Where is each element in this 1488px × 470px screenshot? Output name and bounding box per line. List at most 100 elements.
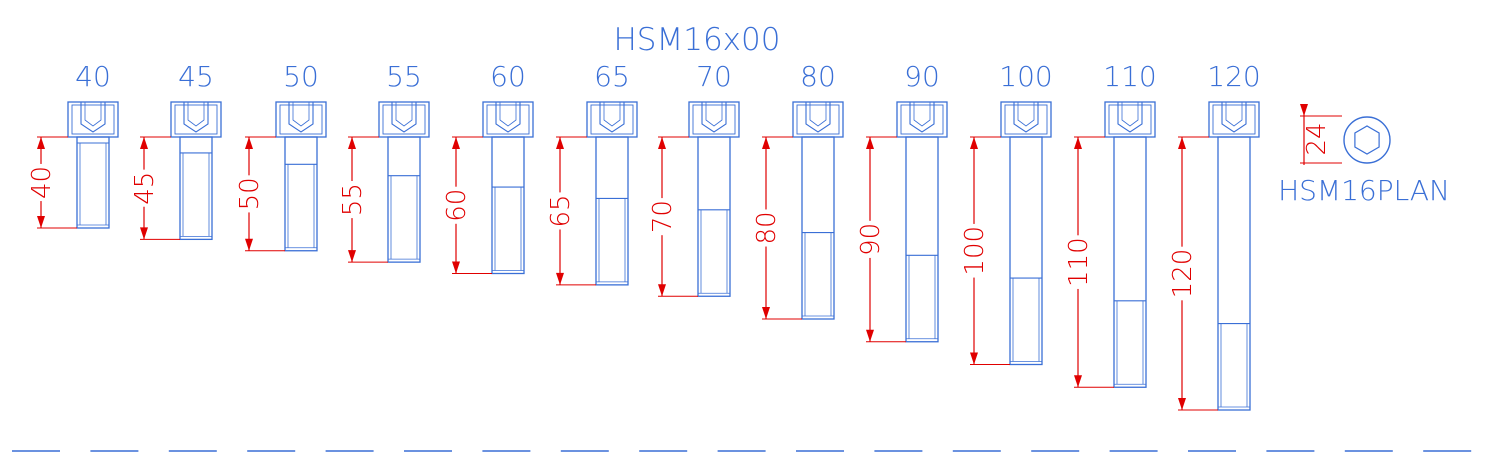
hex-socket-inner xyxy=(1121,102,1139,127)
hex-socket-icon xyxy=(183,102,209,133)
bolt-head-inner xyxy=(71,104,115,135)
bolt-100: 100 100 xyxy=(960,60,1053,366)
dim-label-background xyxy=(446,186,468,224)
dim-arrow-bottom xyxy=(1178,398,1186,410)
bolt-shank xyxy=(1217,136,1251,411)
dim-value-label: 90 xyxy=(856,223,886,256)
dim-value-label: 60 xyxy=(442,189,472,222)
bolt-head-inner xyxy=(1004,104,1048,135)
dim-arrow-bottom xyxy=(348,250,356,263)
hex-socket-inner xyxy=(499,102,517,127)
dim-value-label: 45 xyxy=(130,172,160,205)
plan-arrow-top xyxy=(1300,104,1308,116)
hex-socket-icon xyxy=(391,102,417,133)
drawing-title: HSM16x00 xyxy=(614,22,781,58)
dim-arrow-top xyxy=(866,137,874,149)
bolt-shank xyxy=(76,136,110,229)
hex-socket-icon xyxy=(909,102,935,133)
hex-socket-inner xyxy=(292,102,310,127)
dim-arrow-top xyxy=(348,137,356,149)
bolt-head-inner xyxy=(796,104,840,135)
dim-arrow-bottom xyxy=(658,284,666,297)
dim-label-background xyxy=(239,175,261,213)
dim-value-label: 50 xyxy=(235,177,265,210)
bolt-head-inner xyxy=(1108,104,1152,135)
dim-label-background xyxy=(1068,235,1090,289)
dim-label-background xyxy=(964,223,986,278)
dim-value-label: 80 xyxy=(752,211,782,244)
dim-arrow-bottom xyxy=(245,238,253,251)
dim-arrow-top xyxy=(1178,137,1186,149)
hex-socket-icon xyxy=(1013,102,1039,133)
dim-label-background xyxy=(134,169,156,207)
bolt-45: 45 45 xyxy=(130,60,222,241)
dim-arrow-top xyxy=(1074,137,1082,149)
hex-socket-inner xyxy=(1017,102,1035,127)
hex-socket-icon xyxy=(495,102,521,133)
bolt-length-label: 55 xyxy=(386,60,422,93)
dim-value-label: 65 xyxy=(546,194,576,227)
dim-arrow-bottom xyxy=(970,352,978,365)
dim-arrow-bottom xyxy=(140,227,148,240)
bolt-head-inner xyxy=(1212,104,1256,135)
dim-arrow-top xyxy=(245,137,253,149)
hex-socket-icon xyxy=(1354,125,1380,155)
bolt-head-inner xyxy=(692,104,736,135)
hex-socket-icon xyxy=(80,102,106,133)
bolt-shank xyxy=(284,136,318,252)
hex-socket-inner xyxy=(84,102,102,127)
plan-outer-circle xyxy=(1343,116,1391,164)
bolt-head-inner xyxy=(900,104,944,135)
bolt-shank xyxy=(179,136,213,241)
dim-arrow-top xyxy=(140,137,148,149)
dim-value-label: 40 xyxy=(27,166,57,199)
dim-value-label: 120 xyxy=(1168,249,1198,299)
dim-arrow-top xyxy=(970,137,978,149)
dim-label-background xyxy=(860,220,882,258)
hex-socket-icon xyxy=(1117,102,1143,133)
dim-value-label: 100 xyxy=(960,226,990,276)
hex-socket-icon xyxy=(701,102,727,133)
bolt-length-label: 120 xyxy=(1207,60,1260,93)
bolt-shank xyxy=(1009,136,1043,366)
bolt-length-label: 110 xyxy=(1103,60,1156,93)
dim-arrow-top xyxy=(452,137,460,149)
bolt-shank xyxy=(491,136,525,275)
plan-label: HSM16PLAN xyxy=(1278,174,1450,207)
dim-arrow-bottom xyxy=(452,261,460,274)
hex-socket-icon xyxy=(805,102,831,133)
hex-socket-icon xyxy=(1221,102,1247,133)
dim-arrow-bottom xyxy=(1074,375,1082,388)
hex-socket-inner xyxy=(705,102,723,127)
dim-label-background xyxy=(756,209,778,247)
hex-socket-inner xyxy=(603,102,621,127)
bolt-head-inner xyxy=(382,104,426,135)
dim-arrow-bottom xyxy=(762,307,770,319)
bolt-shank xyxy=(595,136,629,286)
bolt-length-label: 100 xyxy=(999,60,1052,93)
hex-socket-inner xyxy=(395,102,413,127)
dim-label-background xyxy=(652,198,674,236)
bolt-head-inner xyxy=(279,104,323,135)
bolt-length-label: 45 xyxy=(178,60,214,93)
dim-arrow-bottom xyxy=(37,216,45,228)
hex-socket-icon xyxy=(288,102,314,133)
dim-arrow-top xyxy=(556,137,564,149)
bolt-120: 120 120 xyxy=(1168,60,1261,411)
plan-dimension: 24 xyxy=(1302,122,1332,155)
dim-arrow-top xyxy=(37,137,45,149)
dim-label-background xyxy=(342,181,364,219)
hex-socket-inner xyxy=(913,102,931,127)
bolt-head-inner xyxy=(174,104,218,135)
dim-value-label: 70 xyxy=(648,200,678,233)
